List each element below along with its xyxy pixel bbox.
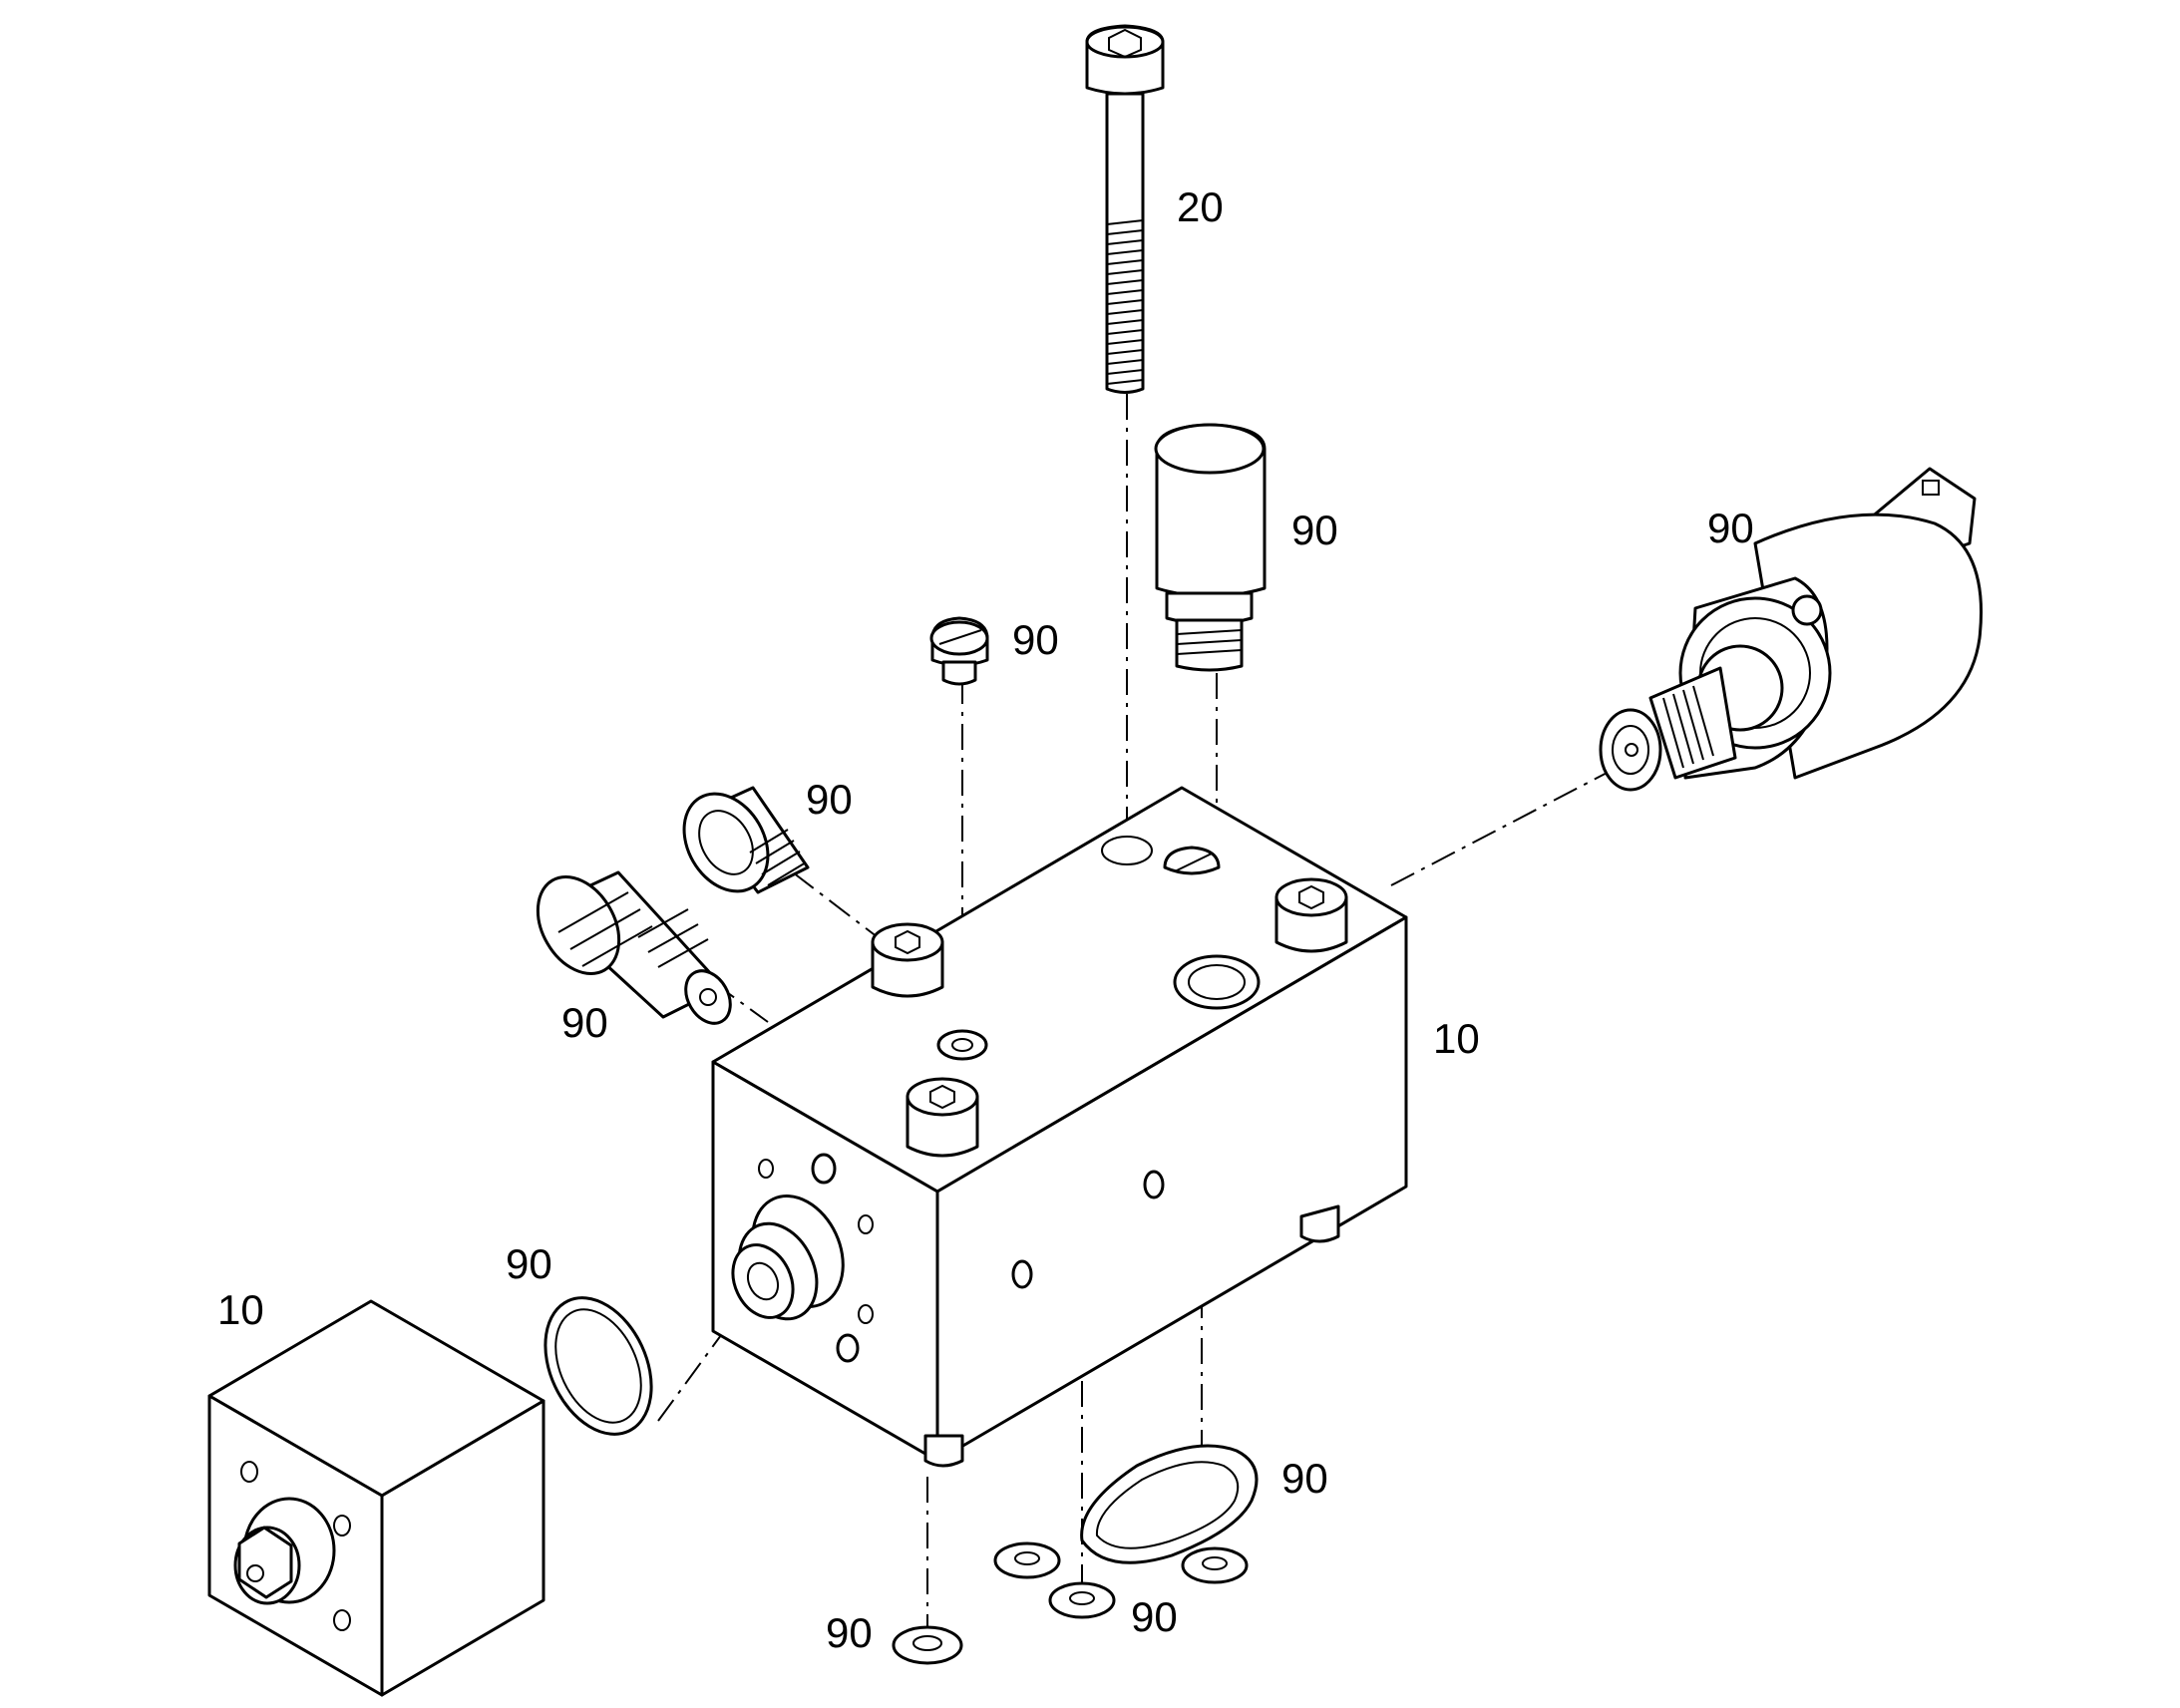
callout-bolt: 20 xyxy=(1177,183,1224,230)
callout-valve-block-main: 10 xyxy=(1433,1015,1480,1062)
callout-check-valve: 90 xyxy=(806,776,853,823)
callout-oval-seal: 90 xyxy=(1281,1455,1328,1502)
callout-valve-block-cover: 10 xyxy=(217,1286,264,1333)
callout-slotted-plug: 90 xyxy=(1012,616,1059,663)
o-ring xyxy=(544,1296,653,1436)
callout-seal-ring-left: 90 xyxy=(826,1609,873,1656)
cartridge-valve xyxy=(536,870,732,1025)
seal-rings-group xyxy=(993,1541,1249,1619)
callout-cartridge-valve: 90 xyxy=(561,999,608,1046)
slotted-plug xyxy=(929,616,989,686)
callout-labels: 20 90 90 90 90 90 10 10 90 90 90 90 xyxy=(217,183,1754,1656)
callout-o-ring: 90 xyxy=(506,1240,552,1287)
socket-head-bolt xyxy=(1085,24,1165,394)
pressure-switch xyxy=(1154,423,1267,672)
main-valve-block xyxy=(711,786,1408,1468)
callout-seal-rings-group: 90 xyxy=(1131,1593,1178,1640)
cover-block xyxy=(207,1299,545,1697)
callout-pressure-switch: 90 xyxy=(1291,507,1338,553)
solenoid-valve xyxy=(1599,467,1984,792)
check-valve xyxy=(682,786,810,894)
oval-seal xyxy=(1080,1444,1259,1564)
callout-solenoid-valve: 90 xyxy=(1707,505,1754,551)
seal-ring-left xyxy=(892,1625,963,1665)
